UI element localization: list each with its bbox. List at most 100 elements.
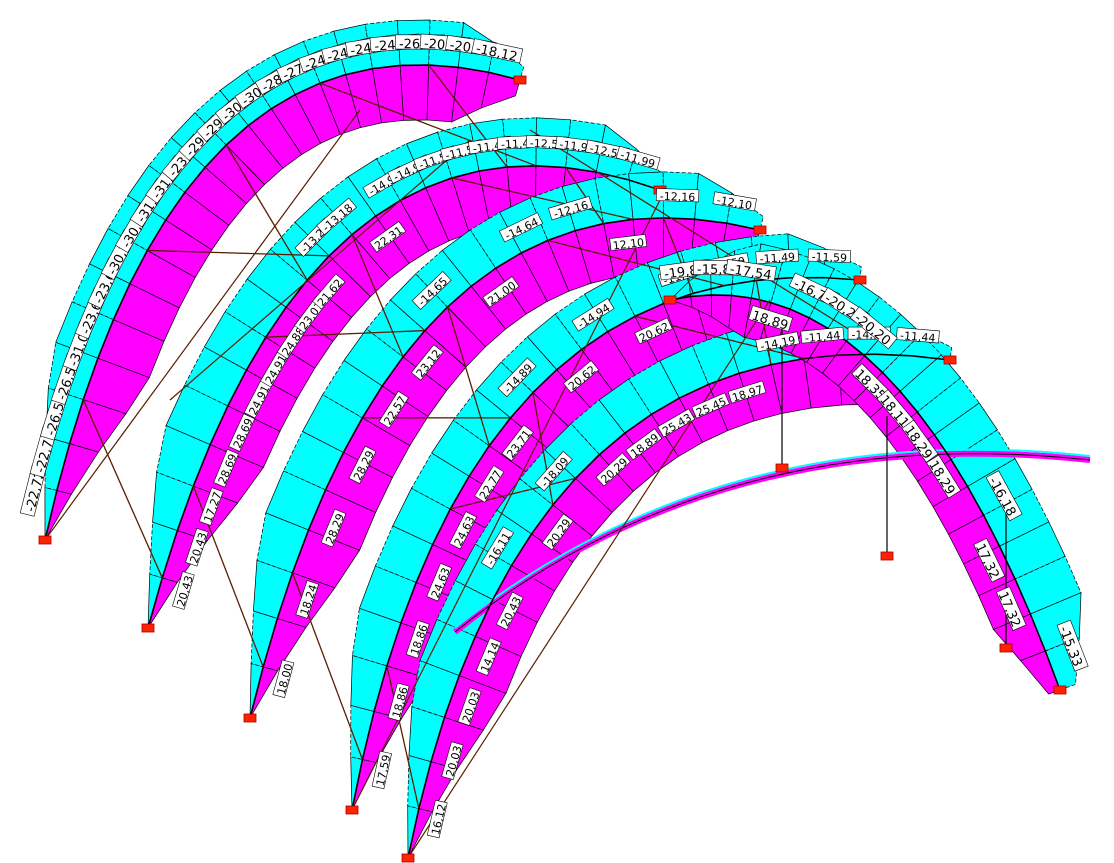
value-label-box (371, 750, 392, 790)
value-label-box (295, 580, 319, 619)
bracing-member (407, 299, 771, 859)
value-label: -17,54 (725, 259, 777, 284)
bracing-member (44, 109, 361, 541)
bracing-member (532, 392, 554, 505)
value-label-box (634, 317, 673, 345)
value-label-box (426, 799, 448, 839)
value-label: -11,59 (807, 248, 852, 265)
value-label-box (378, 390, 409, 429)
value-label-box (411, 271, 452, 310)
value-label-box (973, 537, 1006, 583)
bracing-member (225, 144, 308, 281)
value-label-text: -12,16 (660, 190, 696, 204)
bracing-member (547, 239, 725, 287)
value-label-box (198, 487, 224, 526)
ring-beam-band-top (454, 448, 1091, 629)
value-label-box (441, 741, 464, 780)
value-label-box (548, 195, 593, 221)
value-label-text: -11,44 (900, 329, 936, 345)
value-label-box (996, 586, 1027, 631)
value-label-box (755, 331, 800, 353)
value-label-box (895, 327, 940, 344)
value-label-box (272, 659, 295, 699)
bracing-member (565, 167, 605, 224)
bracing-member (319, 82, 537, 167)
value-label-box (595, 452, 631, 487)
value-label-box (482, 276, 520, 308)
value-label-box (172, 571, 195, 610)
bracing-member (351, 234, 404, 358)
bracing-member (451, 177, 634, 220)
support-icon (943, 355, 957, 365)
value-label-box (712, 191, 757, 212)
value-label-text: -17,54 (729, 262, 773, 283)
moment-band-negative (983, 488, 1050, 547)
value-label-text: -11,59 (811, 250, 847, 264)
support-icon (38, 535, 52, 545)
bracing-member (446, 306, 490, 446)
bracing-member (662, 217, 694, 294)
value-label-box (727, 380, 767, 404)
value-label-box (609, 234, 648, 252)
bracing-member (529, 129, 851, 331)
value-label-box (615, 145, 661, 170)
value-label-box (320, 508, 347, 548)
support-icon (243, 713, 257, 723)
value-label-box (471, 38, 524, 64)
support-icon (663, 295, 677, 305)
value-label: 24,63 (426, 562, 453, 602)
value-label: -12,16 (655, 188, 700, 204)
value-label-box (800, 326, 845, 344)
value-label: -11,49 (755, 248, 800, 266)
value-label-box (748, 305, 793, 332)
value-label-box (405, 619, 430, 659)
value-label-box (657, 408, 696, 438)
value-label: 12,10 (609, 234, 648, 253)
value-label-text: 12,10 (612, 236, 645, 253)
value-label-box (501, 424, 534, 462)
value-label-text: -11,49 (759, 251, 795, 266)
value-label-box (725, 259, 777, 282)
value-label-box (691, 392, 730, 419)
value-label-box (457, 687, 482, 726)
bracing-member (147, 249, 330, 257)
value-label-box (901, 419, 939, 463)
bracing-member (450, 477, 576, 510)
support-icon (775, 463, 789, 473)
moment-band-positive (399, 64, 430, 121)
arch-member (407, 353, 951, 859)
value-label-box (849, 306, 898, 350)
value-label-box (625, 428, 663, 461)
value-label-box (369, 221, 407, 253)
value-label-box (348, 445, 377, 484)
value-label-box (807, 248, 852, 264)
value-label-box (316, 197, 357, 236)
value-label-box (426, 562, 453, 602)
value-label-box (498, 212, 544, 243)
value-label-box (495, 591, 524, 631)
value-label-box (475, 637, 502, 676)
bracing-member (386, 665, 420, 809)
value-label: 24,63 (449, 511, 478, 550)
value-label-box (213, 448, 239, 488)
value-label: 20,43 (495, 591, 524, 631)
value-label-box (387, 682, 410, 722)
value-label-box (755, 248, 800, 265)
value-label-box (497, 357, 537, 398)
value-label-box (410, 344, 444, 381)
value-label-text: -22,72 (23, 469, 48, 513)
value-label-text: -12,10 (716, 194, 753, 213)
value-label-box (449, 511, 477, 550)
bracing-member (82, 399, 163, 579)
support-icon (880, 551, 894, 561)
value-label-box (541, 513, 574, 551)
value-label-box (926, 454, 962, 499)
value-label-box (474, 465, 505, 503)
support-icon (1053, 685, 1067, 695)
value-label-box (985, 470, 1023, 522)
value-label-box (562, 360, 600, 394)
value-label-box (534, 450, 573, 492)
value-label-box (655, 188, 700, 203)
bracing-member (169, 139, 471, 401)
